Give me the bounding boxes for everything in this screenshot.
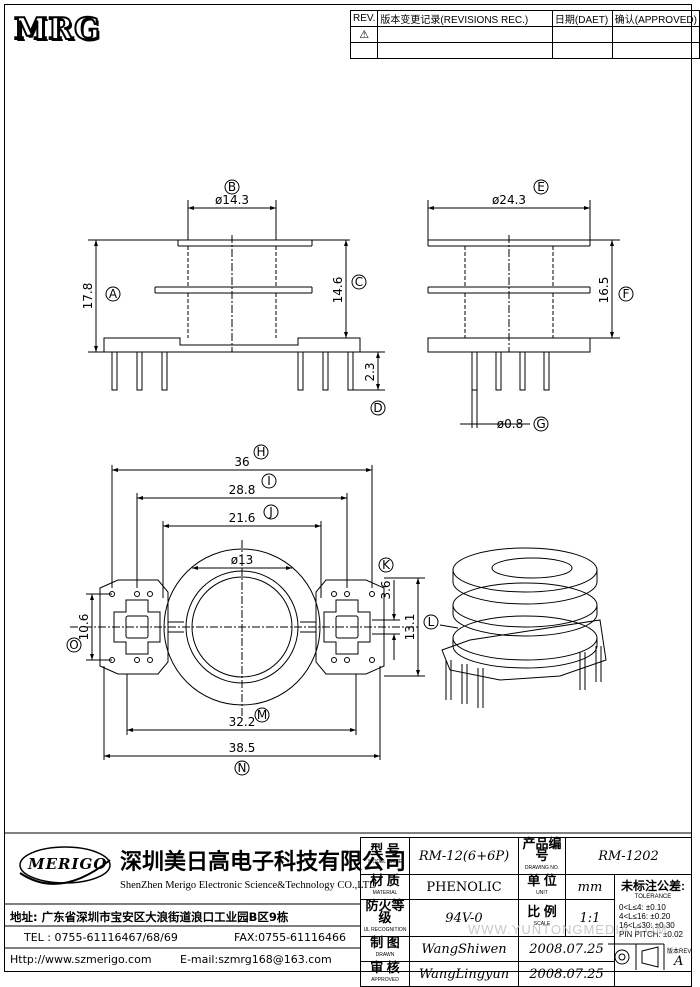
merigo-logo: MERIGO xyxy=(28,855,108,873)
dim-i: 28.8 xyxy=(229,483,256,497)
material-label: 材 质 xyxy=(370,873,400,888)
label-i: I xyxy=(267,474,271,488)
front-view xyxy=(88,200,385,391)
tolerance-title: 未标注公差: xyxy=(621,879,685,893)
dim-d: 2.3 xyxy=(363,362,377,381)
approved-label-en: APPROVED xyxy=(371,977,399,983)
dim-k: 3.6 xyxy=(379,580,393,599)
dim-m: 32.2 xyxy=(229,715,256,729)
dim-e: ø24.3 xyxy=(492,193,526,207)
flame-value: 94V-0 xyxy=(409,899,519,937)
tolerance-en: TOLERANCE xyxy=(634,894,672,900)
rev-symbol-icon: ⚠ xyxy=(349,26,379,43)
label-m: M xyxy=(257,708,267,722)
label-k: K xyxy=(382,558,391,572)
company-name-cn: 深圳美日高电子科技有限公司 xyxy=(120,849,407,875)
label-b: B xyxy=(228,180,236,194)
dim-l: 13.1 xyxy=(403,614,417,641)
company-fax: FAX:0755-61116466 xyxy=(234,931,347,944)
company-name-en: ShenZhen Merigo Electronic Science&Techn… xyxy=(120,880,377,891)
scale-label: 比 例 xyxy=(527,904,557,919)
label-d: D xyxy=(373,401,382,415)
company-tel: TEL : 0755-61116467/68/69 xyxy=(24,931,178,944)
model-value: RM-12(6+6P) xyxy=(409,837,519,875)
side-view xyxy=(427,200,620,428)
dim-o: 10.6 xyxy=(77,614,91,641)
material-label-en: MATERIAL xyxy=(372,890,398,896)
dim-f: 16.5 xyxy=(597,277,611,304)
dim-core: ø13 xyxy=(231,553,254,567)
isometric-view xyxy=(439,547,607,708)
dim-h: 36 xyxy=(234,455,249,469)
dim-c: 14.6 xyxy=(331,277,345,304)
flame-label-en: UL RECOGNITION xyxy=(363,927,407,933)
version-value: A xyxy=(674,954,684,969)
label-j: J xyxy=(268,505,273,519)
dim-a: 17.8 xyxy=(81,283,95,310)
label-o: O xyxy=(69,638,78,652)
unit-label-en: UNIT xyxy=(536,890,548,896)
drawn-label-en: DRAWN xyxy=(375,952,395,958)
unit-label: 单 位 xyxy=(527,873,557,888)
version-label: 版本REV. xyxy=(667,949,693,955)
approved-label: 审 核 xyxy=(370,960,400,975)
watermark: WWW.YUNTONGMEDIA.COM xyxy=(468,922,668,937)
title-block: 型 号 MODEL NAME RM-12(6+6P) 产品编号 DRAWING NO… xyxy=(360,837,692,987)
merigo-logo-swoosh xyxy=(19,846,111,885)
flame-label: 防火等级 xyxy=(365,898,405,925)
label-a: A xyxy=(109,287,118,301)
material-value: PHENOLIC xyxy=(409,874,519,900)
drawing-no-label: 产品编号 xyxy=(522,836,562,863)
top-view xyxy=(70,465,425,760)
approved-value: WangLingyun xyxy=(409,961,519,987)
dim-b: ø14.3 xyxy=(215,193,249,207)
label-e: E xyxy=(537,180,545,194)
tolerance-2: 4<L≤16: ±0.20 xyxy=(619,912,671,921)
label-l: L xyxy=(428,615,435,629)
revision-table: REV. 版本变更记录(REVISIONS REC.) 日期(DAET) 确认(… xyxy=(349,10,700,59)
label-g: G xyxy=(536,417,545,431)
drawn-date: 2008.07.25 xyxy=(518,936,615,962)
scale-value: 1:1 xyxy=(565,899,615,937)
mrg-logo: MRG xyxy=(13,11,101,48)
company-email: E-mail:szmrg168@163.com xyxy=(180,953,332,966)
label-h: H xyxy=(256,445,265,459)
tolerance-cell: 未标注公差: TOLERANCE 0<L≤4: ±0.10 4<L≤16: ±0… xyxy=(614,874,692,987)
drawn-value: WangShiwen xyxy=(409,936,519,962)
label-f: F xyxy=(623,287,630,301)
title-block-frame xyxy=(4,832,692,949)
tolerance-3: 16<L≤30: ±0.30 xyxy=(619,921,675,930)
label-c: C xyxy=(355,275,363,289)
drawn-label: 制 图 xyxy=(370,935,400,950)
scale-label-en: SCALE xyxy=(533,921,551,927)
dim-g: ø0.8 xyxy=(497,417,523,431)
drawing-no-label-en: DRAWING NO. xyxy=(524,865,560,871)
company-address: 地址: 广东省深圳市宝安区大浪街道浪口工业园B区9栋 xyxy=(10,910,289,924)
drawing-no-value: RM-1202 xyxy=(565,837,692,875)
tolerance-4: PIN PITCH: ±0.02 xyxy=(619,930,683,939)
dim-j: 21.6 xyxy=(229,511,256,525)
dim-n: 38.5 xyxy=(229,741,256,755)
company-web: Http://www.szmerigo.com xyxy=(10,953,152,966)
unit-value: mm xyxy=(565,874,615,900)
label-n: N xyxy=(238,761,247,775)
tolerance-1: 0<L≤4: ±0.10 xyxy=(619,903,666,912)
approved-date: 2008.07.25 xyxy=(518,961,615,987)
drawing-frame xyxy=(4,4,692,972)
model-label-en: MODEL NAME xyxy=(368,859,402,865)
model-label: 型 号 xyxy=(370,842,400,857)
